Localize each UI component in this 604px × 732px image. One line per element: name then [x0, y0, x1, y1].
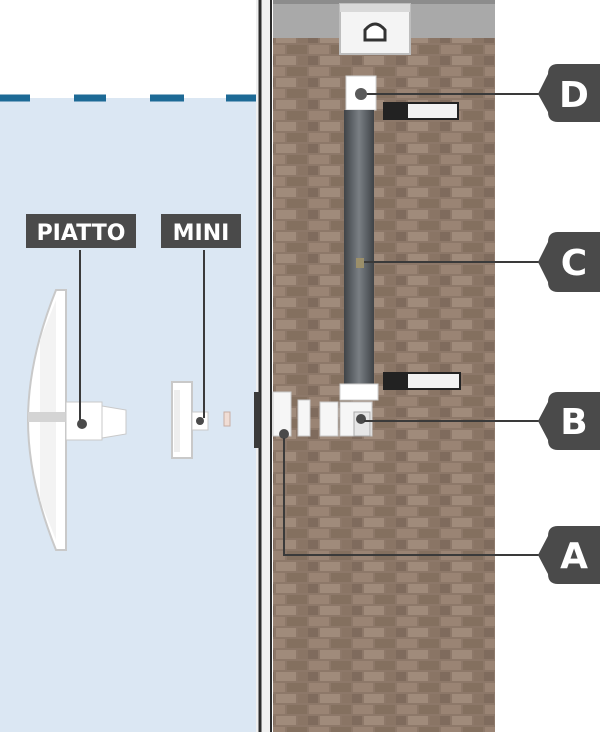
pool-wall [256, 0, 272, 732]
label-a: A [538, 526, 600, 584]
nozzle-a [279, 429, 289, 439]
inspection-cap-icon [363, 22, 387, 42]
wall-passage [254, 391, 373, 448]
label-mini: MINI [161, 214, 241, 248]
label-b: B [538, 392, 600, 450]
vertical-pipe [344, 110, 374, 386]
upper-bracket [383, 102, 459, 120]
label-a-text: A [560, 536, 588, 577]
label-c-text: C [561, 243, 587, 284]
label-piatto: PIATTO [26, 214, 136, 248]
leader-lines [79, 93, 548, 556]
piatto-fitting [26, 289, 127, 551]
label-d-text: D [559, 75, 589, 116]
pool-air [0, 0, 262, 98]
label-b-text: B [560, 402, 587, 443]
mini-fitting [171, 381, 231, 459]
label-c: C [538, 232, 600, 292]
nozzle-d [355, 88, 367, 100]
nozzle-b [356, 414, 366, 424]
lower-bracket [383, 372, 461, 390]
label-piatto-text: PIATTO [37, 221, 126, 246]
bottom-fitting [339, 383, 379, 401]
label-d: D [538, 64, 600, 122]
label-mini-text: MINI [173, 221, 230, 246]
